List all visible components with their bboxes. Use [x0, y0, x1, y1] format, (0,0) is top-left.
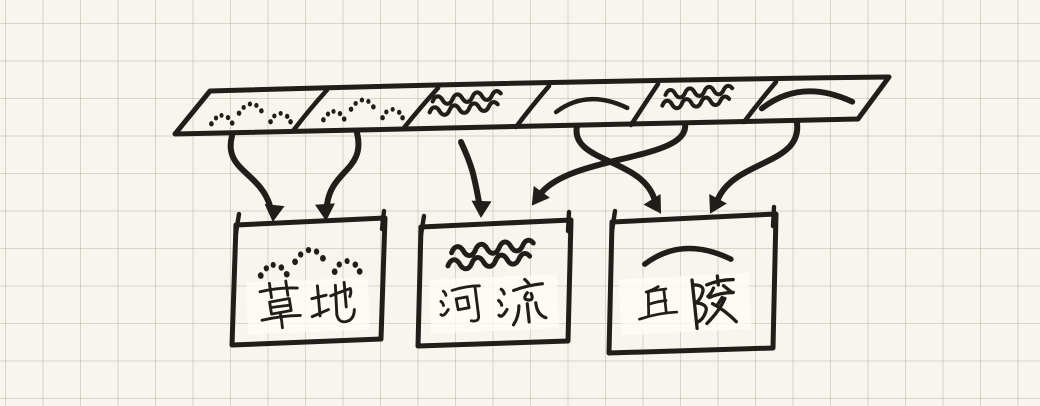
arrow-cell5-to-river — [531, 121, 689, 206]
strip-cell-2-grass-dots — [320, 96, 405, 124]
glyph-hills-1 — [638, 285, 679, 321]
box-label-text-grassland: 草地 — [252, 282, 356, 333]
category-boxes: 草地 河流 丘陵 — [229, 204, 779, 356]
category-box-grassland: 草地 — [229, 208, 388, 348]
arrow-cell4-to-hills — [573, 123, 662, 214]
strip-cell-5-water-waves — [662, 86, 733, 109]
category-box-hills: 丘陵 — [606, 204, 779, 356]
box-label-text-river: 河流 — [434, 282, 538, 333]
box-label-text-hills: 丘陵 — [629, 284, 733, 335]
arrow-cell1-to-grassland — [227, 133, 285, 222]
legend-strip — [172, 74, 892, 137]
box-symbol-grassland — [256, 244, 363, 281]
box-symbol-river — [447, 240, 535, 270]
box-label-river — [439, 277, 548, 327]
category-box-river: 河流 — [415, 209, 574, 349]
arrow-cell2-to-grassland — [314, 130, 362, 221]
legend-strip-outline — [172, 74, 892, 137]
box-symbol-hills — [644, 247, 731, 264]
arrow-cell3-to-river — [458, 139, 492, 218]
glyph-river-2 — [497, 277, 548, 327]
glyph-river-1 — [439, 284, 481, 323]
box-label-hills — [638, 274, 738, 331]
arrow-cell6-to-hills — [709, 120, 801, 214]
legend-strip-dividers — [290, 79, 779, 134]
strip-cell-1-grass-dots — [208, 100, 293, 128]
glyph-grassland-1 — [258, 279, 302, 330]
box-label-grassland — [258, 279, 356, 330]
glyph-grassland-2 — [310, 280, 356, 324]
strip-cell-6-hill-arc — [761, 89, 852, 109]
glyph-hills-2 — [690, 274, 738, 331]
strip-cell-4-hill-arc — [556, 98, 628, 112]
strip-cell-3-water-waves — [429, 91, 502, 116]
